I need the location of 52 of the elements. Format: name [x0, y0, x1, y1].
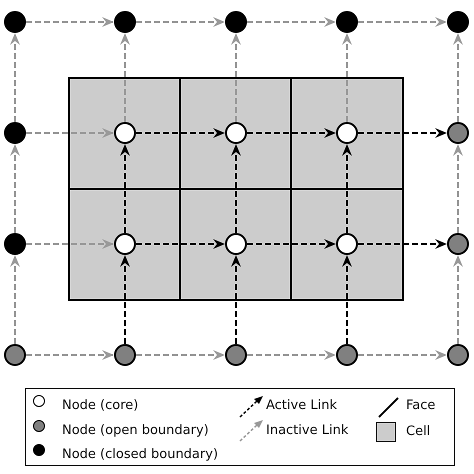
- link-arrow: [120, 255, 130, 344]
- open-boundary-node: [114, 344, 136, 366]
- open-boundary-node: [4, 344, 26, 366]
- link-arrow: [136, 350, 225, 360]
- closed-boundary-node: [447, 11, 469, 33]
- closed-boundary-node: [114, 11, 136, 33]
- legend-label: Node (core): [62, 398, 138, 414]
- link-arrow: [231, 144, 241, 233]
- link-arrow: [247, 128, 336, 138]
- open-boundary-node: [447, 233, 469, 255]
- link-arrow: [342, 144, 352, 233]
- closed-boundary-node: [336, 11, 358, 33]
- link-arrow: [247, 350, 336, 360]
- link-arrow: [247, 17, 336, 27]
- legend-label: Active Link: [266, 398, 337, 414]
- open-boundary-node: [336, 344, 358, 366]
- legend-label: Inactive Link: [266, 423, 348, 439]
- link-arrow: [342, 255, 352, 344]
- link-arrow: [26, 239, 114, 249]
- legend-label: Node (open boundary): [62, 423, 209, 439]
- open-boundary-node: [447, 344, 469, 366]
- open-boundary-node: [447, 122, 469, 144]
- link-arrow: [342, 33, 352, 122]
- link-arrow: [453, 255, 463, 344]
- closed-boundary-node: [225, 11, 247, 33]
- link-arrow: [10, 144, 20, 233]
- link-arrow: [358, 350, 447, 360]
- link-arrow: [358, 128, 447, 138]
- closed-boundary-node: [4, 233, 26, 255]
- link-arrow: [247, 239, 336, 249]
- link-arrow: [136, 128, 225, 138]
- link-arrow: [453, 33, 463, 122]
- link-arrow: [10, 255, 20, 344]
- link-arrow: [120, 144, 130, 233]
- link-arrow: [231, 255, 241, 344]
- link-arrow: [358, 239, 447, 249]
- link-arrow: [26, 350, 114, 360]
- link-arrow: [231, 33, 241, 122]
- closed-boundary-node: [4, 11, 26, 33]
- link-arrow: [136, 17, 225, 27]
- link-arrow: [26, 17, 114, 27]
- legend-label: Cell: [406, 424, 430, 440]
- link-arrow: [358, 17, 447, 27]
- link-arrow: [10, 33, 20, 122]
- link-arrow: [136, 239, 225, 249]
- link-arrow: [26, 128, 114, 138]
- legend-label: Node (closed boundary): [62, 447, 218, 463]
- closed-boundary-node: [4, 122, 26, 144]
- link-arrow: [453, 144, 463, 233]
- legend-label: Face: [406, 398, 436, 414]
- link-arrow: [120, 33, 130, 122]
- open-boundary-node: [225, 344, 247, 366]
